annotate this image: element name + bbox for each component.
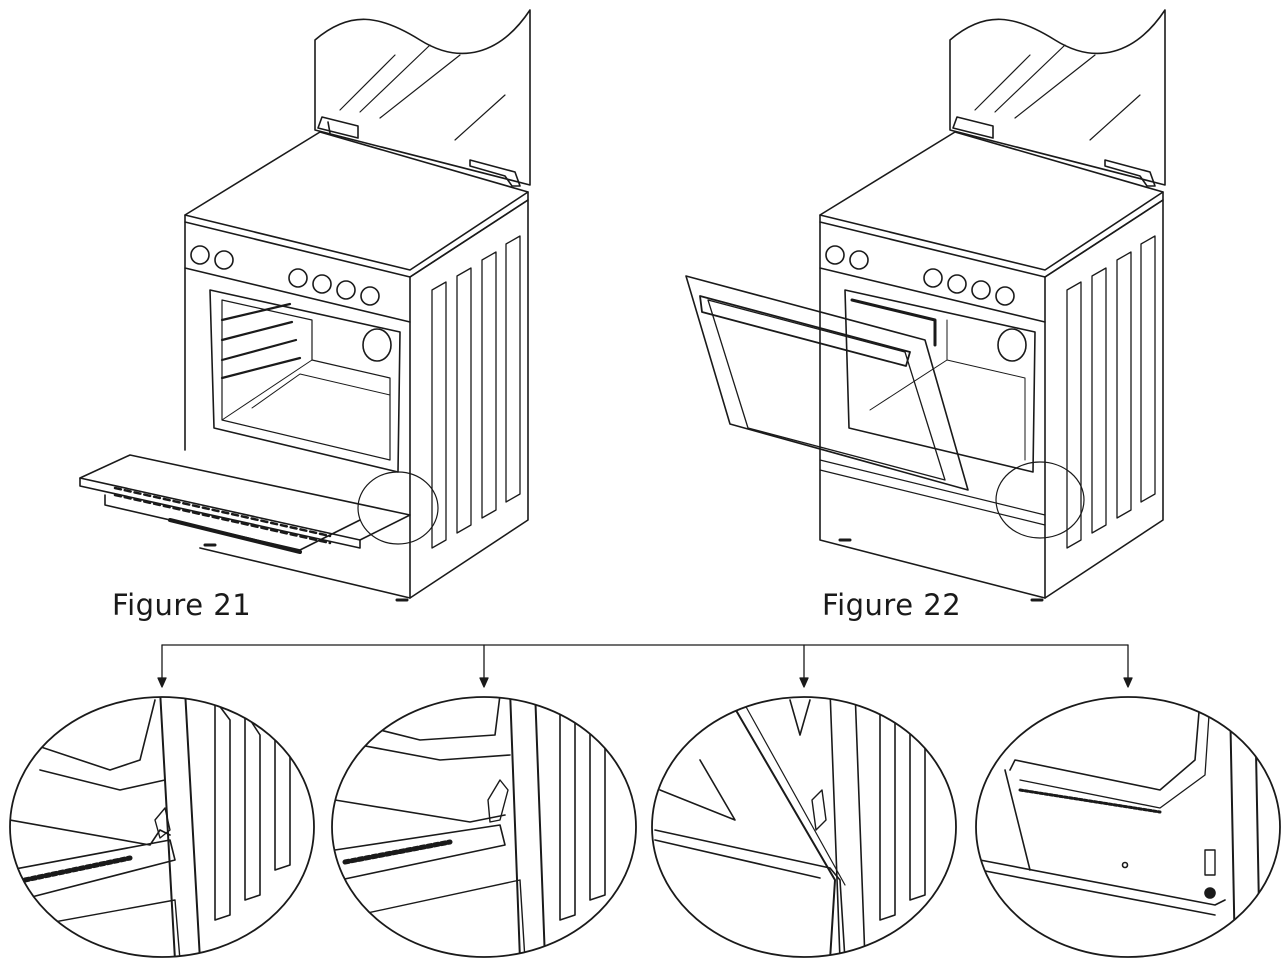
- lid-hinge-left: [317, 116, 359, 139]
- cooker-figure-21: [79, 9, 531, 602]
- control-knobs: [190, 245, 380, 306]
- control-knobs-22: [825, 245, 1015, 306]
- front-body: [184, 267, 411, 599]
- control-panel: [184, 221, 411, 323]
- detail-circle-4: [975, 696, 1281, 958]
- lid-hinge-right: [469, 159, 521, 187]
- cooktop: [184, 131, 529, 271]
- lid-glass: [314, 9, 531, 186]
- detail-marker: [357, 471, 439, 545]
- detail-circle-1: [9, 696, 315, 958]
- figure-22-caption: Figure 22: [822, 588, 962, 622]
- side-panel: [409, 199, 529, 599]
- lid-glass-22: [949, 9, 1166, 186]
- oven-cavity: [209, 289, 401, 473]
- detail-circle-2: [331, 696, 637, 958]
- cooker-figure-22: [685, 9, 1166, 602]
- oven-cavity-22: [844, 289, 1036, 473]
- detail-circle-3: [651, 696, 957, 958]
- oven-door-open: [79, 454, 411, 554]
- detail-marker-22: [995, 461, 1085, 539]
- detail-connector: [157, 644, 1133, 688]
- oven-door-removed: [685, 275, 969, 491]
- figure-21-caption: Figure 21: [112, 588, 252, 622]
- cooktop-22: [819, 131, 1164, 271]
